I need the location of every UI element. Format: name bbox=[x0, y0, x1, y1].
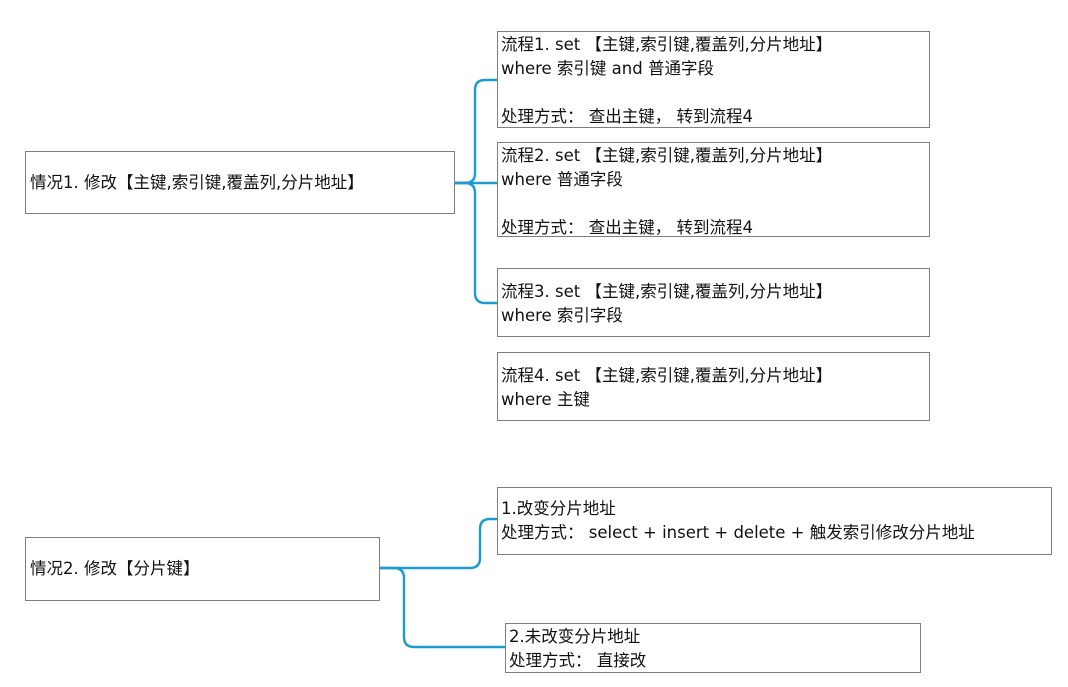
case2-label: 情况2. 修改【分片键】 bbox=[30, 559, 200, 578]
flow2-line3: 处理方式： 查出主键， 转到流程4 bbox=[501, 218, 753, 237]
connector-case1-flow3 bbox=[453, 181, 499, 305]
branch2-line2: 处理方式： 直接改 bbox=[509, 651, 647, 670]
flow2-spacer bbox=[501, 192, 929, 216]
flow1-line1: 流程1. set 【主键,索引键,覆盖列,分片地址】 bbox=[501, 35, 833, 54]
flow4-node[interactable]: 流程4. set 【主键,索引键,覆盖列,分片地址】 where 主键 bbox=[497, 352, 930, 421]
flow4-line1: 流程4. set 【主键,索引键,覆盖列,分片地址】 bbox=[501, 366, 833, 385]
case1-node[interactable]: 情况1. 修改【主键,索引键,覆盖列,分片地址】 bbox=[25, 151, 455, 214]
case2-node[interactable]: 情况2. 修改【分片键】 bbox=[25, 537, 380, 601]
connector-case2-branch2 bbox=[378, 566, 507, 649]
flow1-spacer bbox=[501, 81, 929, 105]
connector-case1-flow1 bbox=[453, 78, 499, 185]
flow3-node[interactable]: 流程3. set 【主键,索引键,覆盖列,分片地址】 where 索引字段 bbox=[497, 268, 930, 337]
branch2-node[interactable]: 2.未改变分片地址 处理方式： 直接改 bbox=[505, 623, 921, 673]
flow3-line1: 流程3. set 【主键,索引键,覆盖列,分片地址】 bbox=[501, 282, 833, 301]
flow2-node[interactable]: 流程2. set 【主键,索引键,覆盖列,分片地址】 where 普通字段 处理… bbox=[497, 142, 930, 237]
flow3-line2: where 索引字段 bbox=[501, 306, 623, 325]
flow1-line2: where 索引键 and 普通字段 bbox=[501, 59, 714, 78]
flow1-node[interactable]: 流程1. set 【主键,索引键,覆盖列,分片地址】 where 索引键 and… bbox=[497, 31, 930, 128]
branch1-line2: 处理方式： select + insert + delete + 触发索引修改分… bbox=[501, 523, 975, 542]
branch1-line1: 1.改变分片地址 bbox=[501, 499, 616, 518]
flow1-line3: 处理方式： 查出主键， 转到流程4 bbox=[501, 107, 753, 126]
flow2-line2: where 普通字段 bbox=[501, 170, 623, 189]
connector-case2-branch1 bbox=[378, 517, 499, 570]
branch1-node[interactable]: 1.改变分片地址 处理方式： select + insert + delete … bbox=[497, 487, 1052, 555]
flow4-line2: where 主键 bbox=[501, 390, 590, 409]
flow2-line1: 流程2. set 【主键,索引键,覆盖列,分片地址】 bbox=[501, 146, 833, 165]
case1-label: 情况1. 修改【主键,索引键,覆盖列,分片地址】 bbox=[30, 172, 364, 192]
branch2-line1: 2.未改变分片地址 bbox=[509, 627, 641, 646]
